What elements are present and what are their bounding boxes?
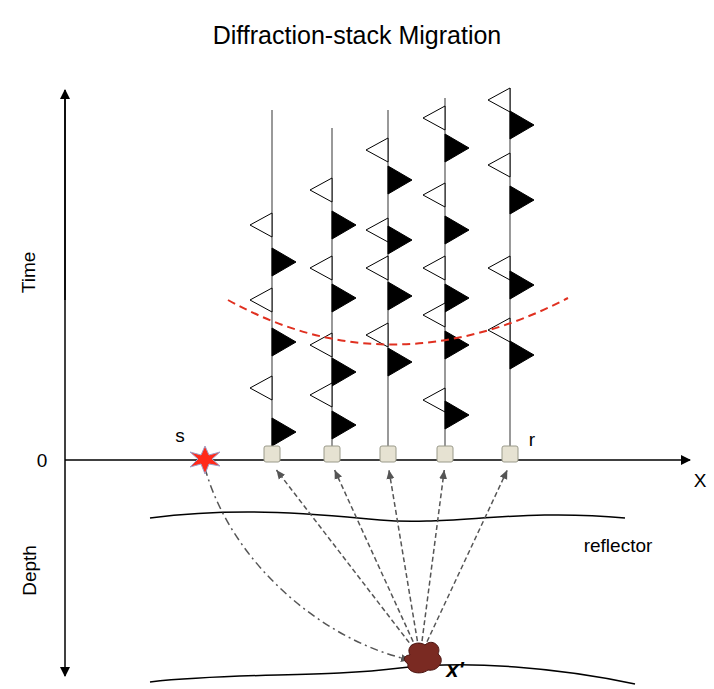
peak-wiggle xyxy=(388,166,412,194)
peak-wiggle xyxy=(332,284,356,312)
axis-origin: 0 xyxy=(37,451,48,472)
peak-wiggle xyxy=(272,328,296,356)
trough-wiggle xyxy=(366,218,388,242)
diffraction-hyperbola xyxy=(228,298,568,345)
trough-wiggle xyxy=(250,376,272,400)
source-symbol xyxy=(190,446,220,474)
ray-path xyxy=(421,470,444,649)
receiver xyxy=(380,446,396,462)
diffractor xyxy=(404,642,441,673)
peak-wiggle xyxy=(445,134,469,162)
peak-wiggle xyxy=(388,282,412,310)
axis-label: X xyxy=(694,471,707,492)
peak-wiggle xyxy=(332,211,356,239)
diagram-title: Diffraction-stack Migration xyxy=(0,22,714,50)
trough-wiggle xyxy=(310,383,332,407)
trough-wiggle xyxy=(423,256,445,280)
source-ray xyxy=(205,468,410,660)
trough-wiggle xyxy=(488,88,510,112)
receivers xyxy=(264,446,518,462)
peak-wiggle xyxy=(332,411,356,439)
trough-wiggle xyxy=(366,256,388,280)
trough-wiggle xyxy=(488,318,510,342)
peak-wiggle xyxy=(510,186,534,214)
trough-wiggle xyxy=(488,153,510,177)
reflector-line xyxy=(150,512,625,521)
trough-wiggle xyxy=(423,388,445,412)
layer-label: reflector xyxy=(584,536,653,557)
seismic-traces xyxy=(250,88,534,446)
trough-wiggle xyxy=(250,213,272,237)
trough-wiggle xyxy=(423,106,445,130)
trough-wiggle xyxy=(366,138,388,162)
peak-wiggle xyxy=(388,226,412,254)
source-label: s xyxy=(175,426,185,447)
peak-wiggle xyxy=(445,331,469,359)
receiver xyxy=(437,446,453,462)
peak-wiggle xyxy=(510,341,534,369)
receiver xyxy=(324,446,340,462)
peak-wiggle xyxy=(445,216,469,244)
axis-label: Time xyxy=(20,251,41,293)
axis-label: Depth xyxy=(20,545,41,596)
ray-path xyxy=(424,470,508,649)
receiver xyxy=(502,446,518,462)
peak-wiggle xyxy=(388,348,412,376)
x-axis xyxy=(65,459,690,461)
time-axis xyxy=(64,90,66,300)
trough-wiggle xyxy=(250,288,272,312)
receiver xyxy=(264,446,280,462)
peak-wiggle xyxy=(510,111,534,139)
trough-wiggle xyxy=(310,333,332,357)
trough-wiggle xyxy=(310,178,332,202)
peak-wiggle xyxy=(445,284,469,312)
peak-wiggle xyxy=(445,401,469,429)
ray-path xyxy=(389,470,419,649)
point-label: x' xyxy=(446,658,463,682)
trough-wiggle xyxy=(423,303,445,327)
receiver-rays xyxy=(276,470,507,649)
peak-wiggle xyxy=(332,358,356,386)
peak-wiggle xyxy=(272,418,296,446)
trough-wiggle xyxy=(310,256,332,280)
trough-wiggle xyxy=(423,183,445,207)
peak-wiggle xyxy=(510,271,534,299)
peak-wiggle xyxy=(272,248,296,276)
receiver-label: r xyxy=(529,430,535,451)
reflector-line xyxy=(150,665,635,684)
trough-wiggle xyxy=(488,256,510,280)
